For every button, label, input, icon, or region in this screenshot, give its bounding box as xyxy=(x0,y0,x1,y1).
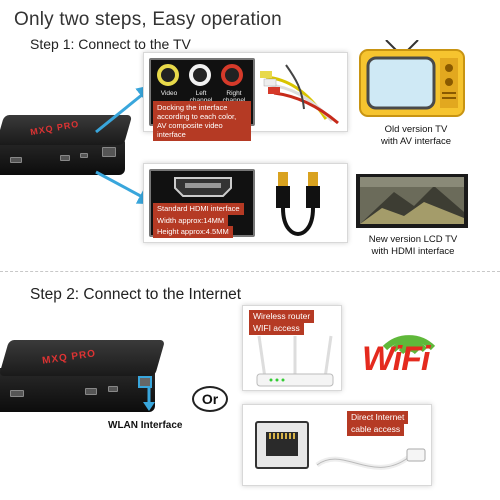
old-tv-image xyxy=(359,40,465,117)
av-label-video: Video xyxy=(160,90,178,97)
rca-jack-video xyxy=(157,64,179,86)
hdmi-spec-line2: Width approx:14MM xyxy=(153,215,229,227)
ethernet-port xyxy=(138,376,152,388)
wlan-arrow xyxy=(143,388,155,411)
lcd-tv-image xyxy=(356,174,468,228)
network-cable-image xyxy=(315,448,426,470)
av-interface-panel: Video Left channel Right channel Docking… xyxy=(143,52,348,141)
hdmi-port-box: Standard HDMI interface Width approx:14M… xyxy=(149,169,255,238)
rca-jack-right xyxy=(221,64,243,86)
wlan-interface-label: WLAN Interface xyxy=(108,420,183,431)
wifi-signal-icon xyxy=(382,335,436,354)
connector-arrows-step1 xyxy=(95,84,156,205)
tv-box-device-bottom: MXQ PRO xyxy=(0,340,170,412)
step2-heading: Step 2: Connect to the Internet xyxy=(30,286,242,303)
av-label-right: Right channel xyxy=(223,90,246,104)
arrow-to-av xyxy=(95,84,156,134)
router-image xyxy=(256,335,334,387)
page-title: Only two steps, Easy operation xyxy=(14,9,282,30)
av-description: Docking the interface according to each … xyxy=(153,101,251,141)
rca-cable-image xyxy=(260,64,339,125)
cable-label-line1: Direct Internet xyxy=(347,411,409,424)
cable-panel: Direct Internet cable access xyxy=(242,404,432,486)
old-tv-caption-line2: with AV interface xyxy=(380,136,452,147)
cable-label-line2: cable access xyxy=(347,423,405,436)
old-tv-caption: Old version TV with AV interface xyxy=(360,124,472,148)
or-badge: Or xyxy=(192,386,228,412)
or-text: Or xyxy=(201,391,219,407)
section-divider xyxy=(0,271,500,272)
hdmi-spec-line1: Standard HDMI interface xyxy=(153,203,244,215)
hdmi-interface-panel: Standard HDMI interface Width approx:14M… xyxy=(143,163,348,243)
lcd-tv-caption: New version LCD TV with HDMI interface xyxy=(354,234,472,258)
av-label-left: Left channel xyxy=(190,90,213,104)
old-tv-caption-line1: Old version TV xyxy=(384,124,448,135)
router-label-line2: WIFI access xyxy=(249,322,304,335)
hdmi-cable-image xyxy=(276,172,320,236)
lcd-tv-caption-line2: with HDMI interface xyxy=(371,246,455,257)
wifi-logo-text: WiFi xyxy=(362,340,430,378)
ethernet-port-image xyxy=(255,421,309,469)
arrow-to-hdmi xyxy=(95,170,156,205)
rca-jack-left xyxy=(189,64,211,86)
av-ports-box: Video Left channel Right channel Docking… xyxy=(149,58,255,141)
step1-heading: Step 1: Connect to the TV xyxy=(30,36,191,52)
tv-box-device-top: MXQ PRO xyxy=(0,115,140,175)
router-panel: Wireless router WIFI access xyxy=(242,305,342,391)
lcd-tv-caption-line1: New version LCD TV xyxy=(368,234,458,245)
hdmi-port-icon xyxy=(174,177,232,197)
router-label-line1: Wireless router xyxy=(249,310,315,323)
hdmi-spec-line3: Height approx:4.5MM xyxy=(153,226,233,238)
